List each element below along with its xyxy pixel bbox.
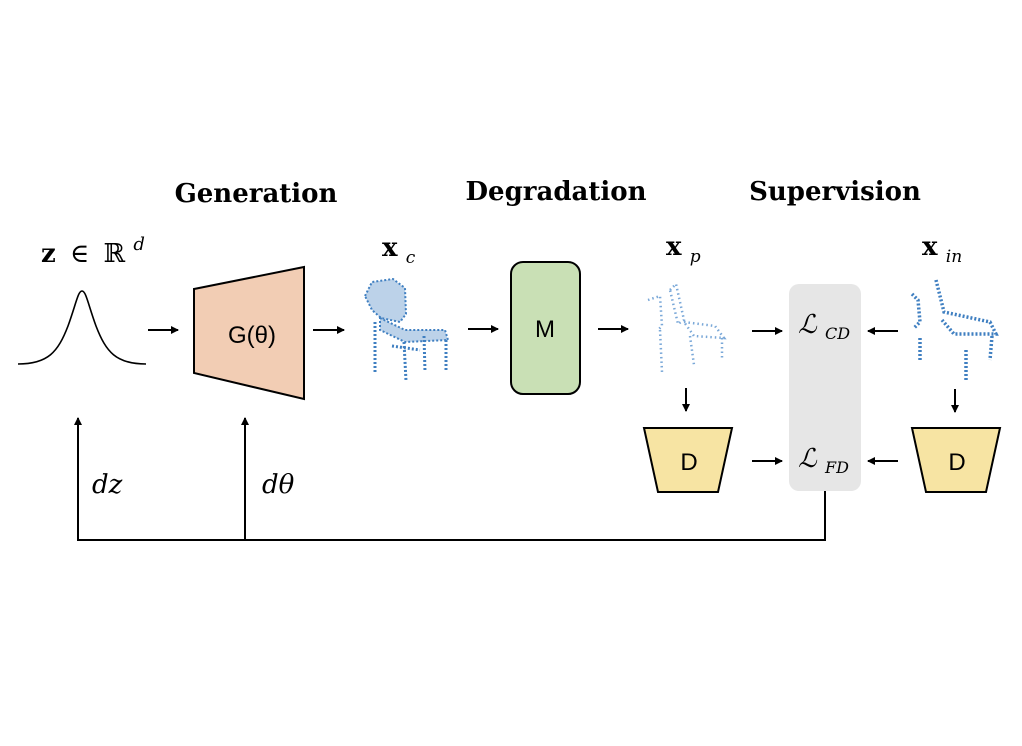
section-title-supervision: Supervision	[749, 177, 921, 207]
feature-loss-sub: FD	[824, 458, 849, 477]
generator-block	[193, 265, 305, 401]
generator-label: G(θ)	[228, 322, 276, 349]
gaussian-curve	[17, 290, 147, 365]
section-title-degradation: Degradation	[466, 177, 647, 207]
section-title-generation: Generation	[175, 179, 338, 209]
disc-label-right: D	[948, 449, 965, 476]
mask-label: M	[535, 316, 555, 343]
complete-cloud-base: x	[382, 233, 398, 263]
latent-dim: d	[133, 234, 145, 255]
disc-block-left	[642, 427, 734, 493]
supervision-panel	[789, 284, 861, 491]
latent-in: ∈	[70, 239, 89, 269]
partial-cloud-sub: p	[690, 247, 701, 267]
chamfer-loss-sym: ℒ	[798, 310, 818, 340]
mask-block	[510, 261, 581, 395]
feature-loss-label: ℒ FD	[798, 444, 849, 477]
input-chair-cloud	[910, 279, 999, 382]
input-cloud-label: x in	[922, 232, 962, 267]
complete-chair-cloud	[363, 277, 450, 382]
gradient-dtheta-label: dθ	[262, 470, 295, 500]
input-cloud-sub: in	[946, 247, 962, 267]
disc-label-left: D	[680, 449, 697, 476]
partial-cloud-base: x	[666, 232, 682, 262]
input-cloud-base: x	[922, 232, 938, 262]
chamfer-loss-sub: CD	[825, 324, 850, 343]
disc-block-right	[910, 427, 1002, 493]
complete-cloud-sub: c	[406, 248, 416, 268]
latent-var: z	[41, 239, 56, 269]
feature-loss-sym: ℒ	[798, 444, 818, 474]
partial-chair-cloud	[647, 281, 727, 373]
latent-label: z ∈ ℝ d	[41, 234, 145, 269]
latent-space: ℝ	[104, 239, 126, 269]
partial-cloud-label: x p	[666, 232, 701, 267]
feedback-loop-line	[74, 417, 826, 541]
gradient-dz-label: dz	[92, 470, 123, 500]
chamfer-loss-label: ℒ CD	[798, 310, 850, 343]
complete-cloud-label: x c	[382, 233, 416, 268]
